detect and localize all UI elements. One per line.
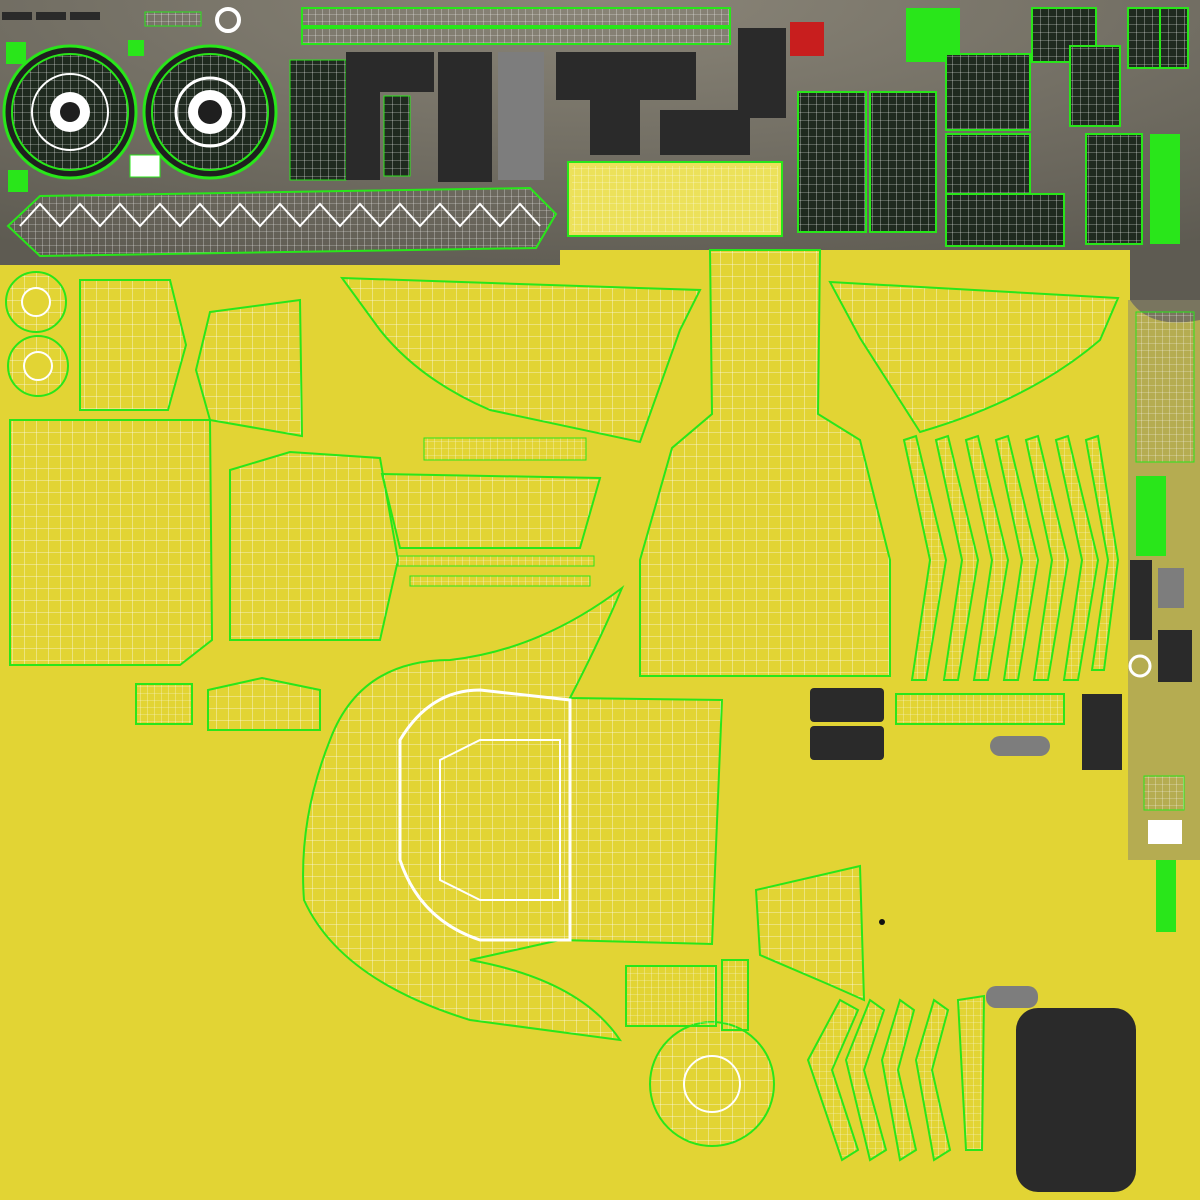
grey-capsule (986, 986, 1038, 1008)
bottom-bar-right (895, 693, 1065, 725)
rib-strips-right (902, 434, 1120, 681)
dark-block-b (810, 726, 884, 760)
ring-large-hole (21, 287, 51, 317)
dark-parts-topcenter (289, 22, 824, 182)
zigzag-tread-lines (19, 202, 541, 228)
bucket-rail-a (397, 555, 595, 567)
bucket-inner-contour (398, 688, 572, 942)
right-column-parts (1082, 311, 1195, 932)
small-ui-blocks-topleft (2, 7, 241, 192)
zigzag-tread-strip (6, 186, 558, 258)
fender-left (339, 276, 702, 444)
bucket-main-shell (302, 584, 724, 1042)
bottom-rect-a (625, 965, 717, 1027)
dark-block-a (810, 688, 884, 722)
small-panel-bl-b (207, 676, 321, 731)
claw-panel (754, 864, 866, 1002)
top-center-shell-grid (572, 166, 778, 232)
small-panel-bl-a (135, 683, 193, 725)
round-hatch (649, 1021, 775, 1147)
central-body-panel (639, 249, 891, 677)
bottom-rect-b (721, 959, 749, 1031)
bucket-rail-b (409, 575, 591, 587)
shell-left-panel-c (9, 419, 214, 666)
pivot-dot (879, 919, 885, 925)
bottom-chevron-strips (806, 994, 986, 1162)
round-hatch-inner (683, 1055, 741, 1113)
shell-left-panel-b (194, 298, 304, 438)
tire-block (1016, 1008, 1136, 1192)
bucket-top-bar (423, 437, 587, 461)
bucket-inner-contour-2 (439, 739, 561, 901)
fender-right (828, 280, 1120, 434)
wheel-icon (142, 44, 278, 180)
gear-icon (2, 44, 138, 180)
ring-small-hole (23, 351, 53, 381)
shell-left-panel-d (229, 450, 400, 641)
grey-pill (990, 736, 1050, 756)
bucket-lip-panel (380, 472, 602, 549)
shell-left-panel-a (79, 279, 188, 411)
right-top-panels (797, 7, 1189, 247)
top-rails (301, 7, 731, 45)
